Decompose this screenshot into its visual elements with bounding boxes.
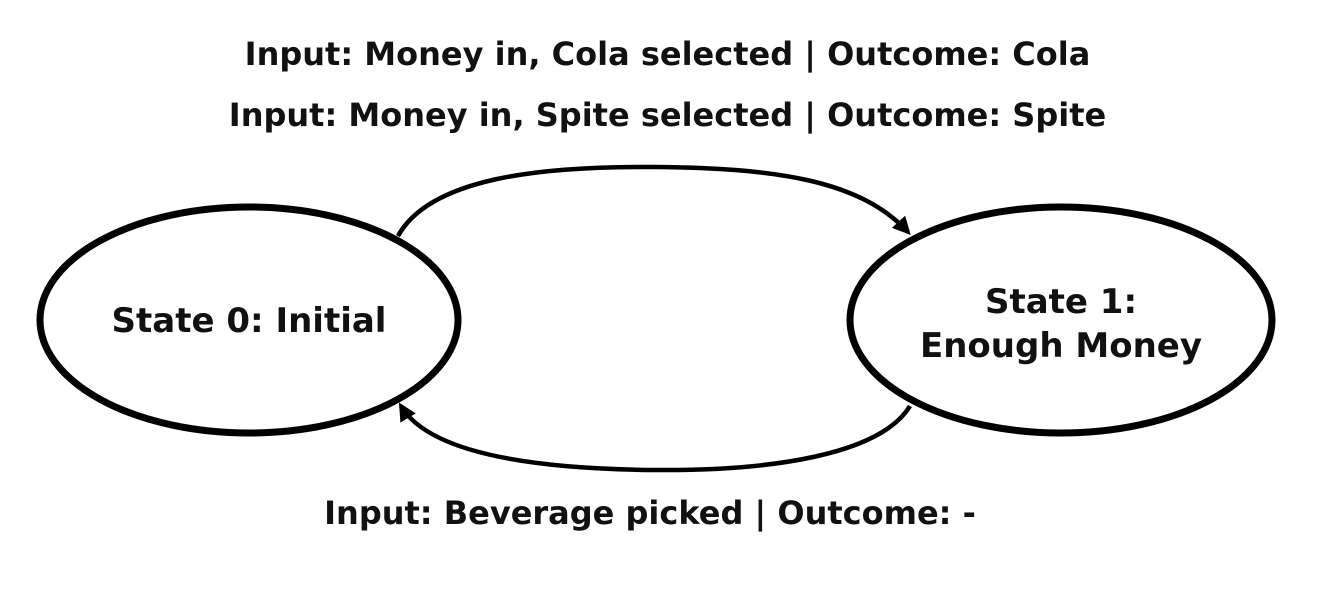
state-1-label: State 1: Enough Money bbox=[850, 281, 1272, 368]
transition-label-spite: Input: Money in, Spite selected | Outcom… bbox=[228, 96, 1107, 134]
state-1-to-state-0-arrow bbox=[398, 402, 912, 473]
state-0-label: State 0: Initial bbox=[111, 301, 387, 341]
state-0-to-state-1-arrow bbox=[396, 164, 911, 238]
transition-label-cola: Input: Money in, Cola selected | Outcome… bbox=[244, 35, 1091, 73]
transition-label-beverage-picked: Input: Beverage picked | Outcome: - bbox=[324, 494, 976, 532]
state-1-node bbox=[846, 203, 1276, 437]
state-1-label-line-1: State 1: bbox=[984, 282, 1138, 322]
state-1-label-line-2: Enough Money bbox=[920, 325, 1202, 366]
state-0-node bbox=[36, 203, 462, 437]
